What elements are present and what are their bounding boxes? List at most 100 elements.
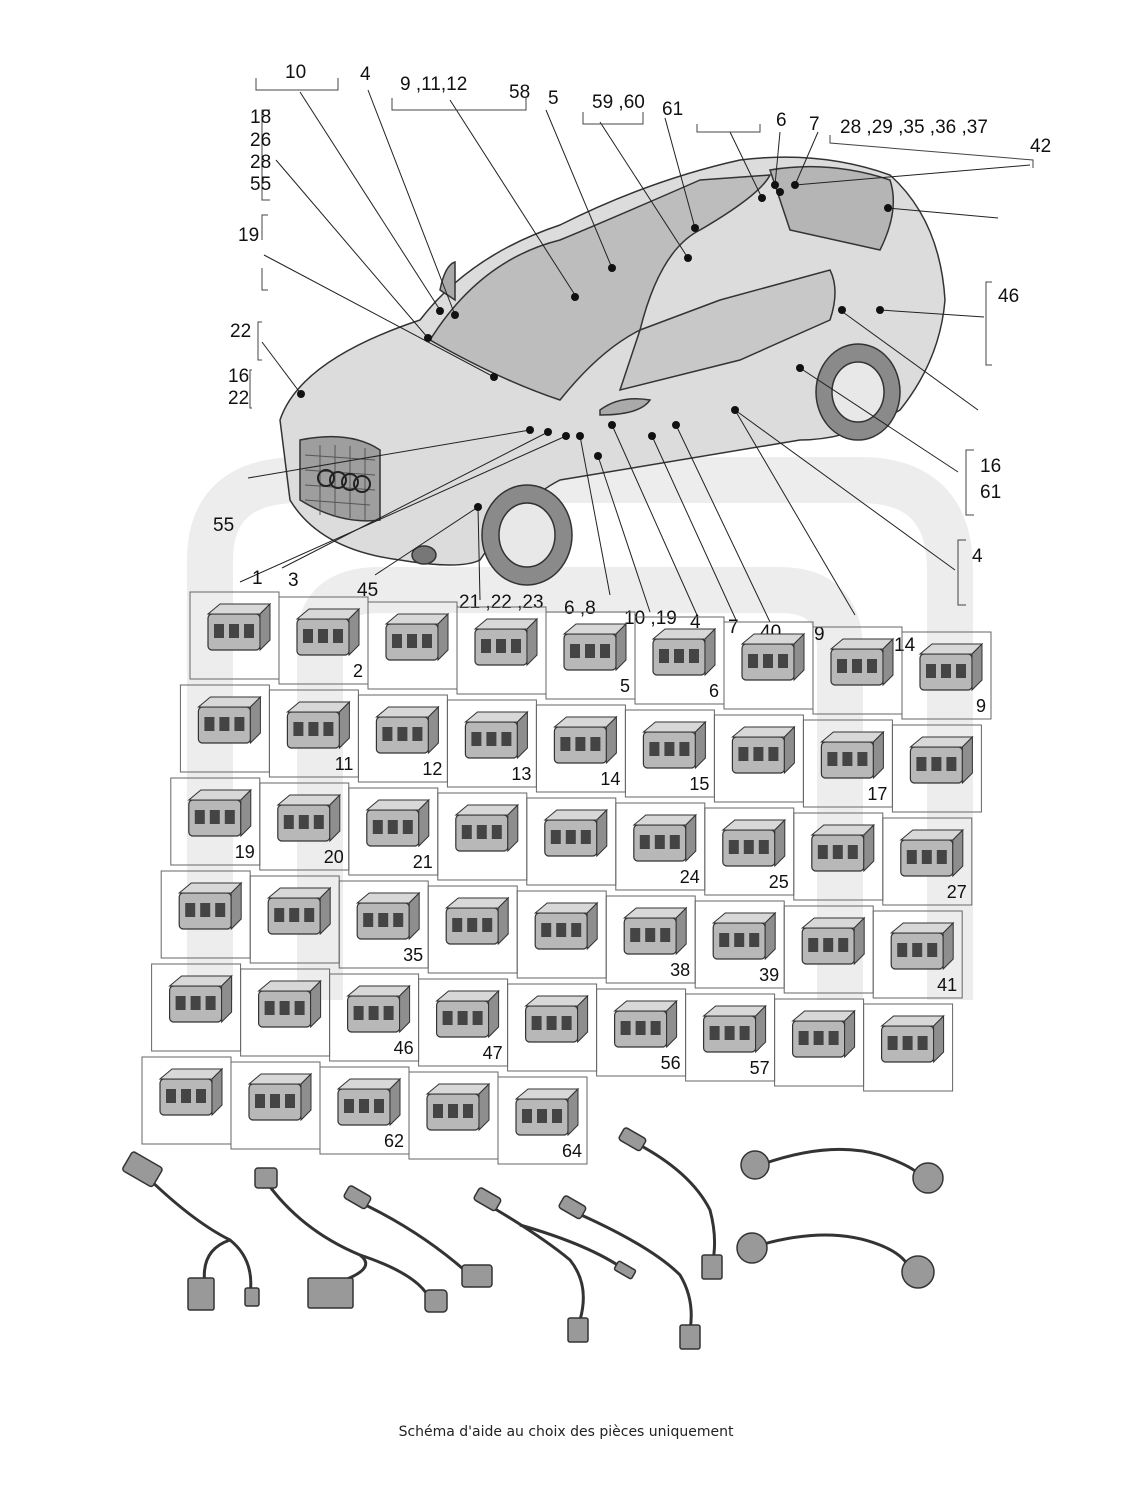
part-cell-frame xyxy=(901,631,992,720)
part-cell[interactable] xyxy=(437,792,528,881)
part-cell[interactable]: 24 xyxy=(615,802,706,891)
connector-top-icon xyxy=(889,922,955,934)
connector-top-icon xyxy=(514,1088,580,1100)
connector-pin-icon xyxy=(645,928,656,942)
connector-pin-icon xyxy=(363,913,374,927)
part-cell[interactable]: 47 xyxy=(418,978,509,1067)
part-cell[interactable]: 20 xyxy=(259,782,350,871)
connector-side-icon xyxy=(933,1014,945,1064)
connector-pin-icon xyxy=(463,1104,473,1118)
part-cell[interactable] xyxy=(408,1071,499,1160)
connector-pin-icon xyxy=(359,1099,369,1113)
part-cell[interactable] xyxy=(230,1061,321,1150)
part-cell[interactable]: 38 xyxy=(605,895,696,984)
part-cell[interactable]: 27 xyxy=(882,817,973,906)
part-cell[interactable]: 46 xyxy=(329,973,420,1062)
part-cell[interactable]: 35 xyxy=(338,880,429,969)
part-cell[interactable] xyxy=(812,626,903,715)
part-cell[interactable]: 9 xyxy=(901,631,992,720)
connector-side-icon xyxy=(971,642,983,692)
part-cell[interactable] xyxy=(367,601,458,690)
connector-side-icon xyxy=(488,989,500,1039)
part-cell[interactable]: 5 xyxy=(545,611,636,700)
connector-side-icon xyxy=(863,823,875,873)
part-cell[interactable]: 13 xyxy=(446,699,537,788)
callout-label: 61 xyxy=(980,482,1001,503)
part-cell[interactable] xyxy=(427,885,518,974)
part-cell[interactable]: 25 xyxy=(704,807,795,896)
part-cell[interactable] xyxy=(179,684,270,773)
part-cell[interactable]: 57 xyxy=(685,993,776,1082)
part-number-label: 56 xyxy=(661,1053,681,1073)
part-number-label: 13 xyxy=(511,764,531,784)
part-cell[interactable]: 14 xyxy=(535,704,626,793)
part-cell[interactable] xyxy=(723,621,814,710)
connector-top-icon xyxy=(454,804,520,816)
connector-pin-icon xyxy=(931,757,942,771)
connector-top-icon xyxy=(711,912,777,924)
connector-side-icon xyxy=(230,881,242,931)
cable-harness-2-branch xyxy=(359,1253,432,1301)
part-cell[interactable]: 21 xyxy=(348,787,439,876)
connector-pin-icon xyxy=(368,1006,379,1020)
part-cell[interactable]: 6 xyxy=(634,616,725,705)
callout-label: 22 xyxy=(230,321,251,342)
part-cell[interactable]: 64 xyxy=(497,1076,588,1165)
connector-pin-icon xyxy=(749,933,760,947)
connector-top-icon xyxy=(702,1005,767,1017)
part-cell[interactable]: 11 xyxy=(268,689,359,778)
part-cell[interactable] xyxy=(189,591,280,680)
connector-side-icon xyxy=(694,720,706,770)
connector-pin-icon xyxy=(630,928,641,942)
part-cell[interactable]: 41 xyxy=(872,910,963,999)
part-number-label: 46 xyxy=(394,1038,414,1058)
connector-pin-icon xyxy=(190,996,201,1010)
part-cell[interactable]: 12 xyxy=(357,694,448,783)
connector-pin-icon xyxy=(255,1094,265,1108)
part-cell[interactable] xyxy=(160,870,251,959)
connector-side-icon xyxy=(221,974,233,1024)
connector-pin-icon xyxy=(467,918,478,932)
callout-label: 4 xyxy=(360,64,371,85)
connector-pin-icon xyxy=(946,757,957,771)
callout-label: 4 xyxy=(972,546,983,567)
connector-pin-icon xyxy=(382,727,393,741)
part-cell[interactable] xyxy=(863,1003,954,1092)
callout-label: 7 xyxy=(809,114,820,135)
part-cell[interactable] xyxy=(507,983,598,1072)
callout-label: 6 xyxy=(776,110,787,131)
connector-pin-icon xyxy=(476,825,487,839)
connector-side-icon xyxy=(259,602,271,652)
part-cell[interactable] xyxy=(516,890,607,979)
part-cell[interactable]: 62 xyxy=(319,1066,410,1155)
part-cell[interactable] xyxy=(793,812,884,901)
part-cell[interactable]: 15 xyxy=(624,709,715,798)
cable-6 xyxy=(629,1138,717,1266)
part-cell[interactable] xyxy=(249,875,340,964)
connector-pin-icon xyxy=(353,1006,364,1020)
part-cell[interactable]: 19 xyxy=(170,777,261,866)
part-cell[interactable] xyxy=(526,797,617,886)
connector-pin-icon xyxy=(185,903,196,917)
part-cell[interactable] xyxy=(774,998,865,1087)
part-cell[interactable]: 39 xyxy=(694,900,785,989)
connector-pin-icon xyxy=(902,1036,913,1050)
part-cell[interactable] xyxy=(151,963,242,1052)
connector-pin-icon xyxy=(491,825,502,839)
part-cell[interactable] xyxy=(891,724,982,813)
part-cell[interactable] xyxy=(456,606,547,695)
callout-label: 21 ,22 ,23 xyxy=(459,592,544,613)
connector-side-icon xyxy=(704,627,716,677)
part-cell[interactable] xyxy=(783,905,874,994)
part-cell[interactable]: 2 xyxy=(278,596,369,685)
part-cell[interactable] xyxy=(240,968,331,1057)
part-number-label: 20 xyxy=(324,847,344,867)
part-cell[interactable]: 56 xyxy=(596,988,687,1077)
callout-label: 42 xyxy=(1030,136,1051,157)
callout-label: 9 xyxy=(814,624,825,645)
connector-pin-icon xyxy=(537,1109,547,1123)
connector-side-icon xyxy=(675,906,687,956)
part-cell[interactable] xyxy=(141,1056,232,1145)
part-cell[interactable] xyxy=(713,714,804,803)
connector-pin-icon xyxy=(298,815,309,829)
